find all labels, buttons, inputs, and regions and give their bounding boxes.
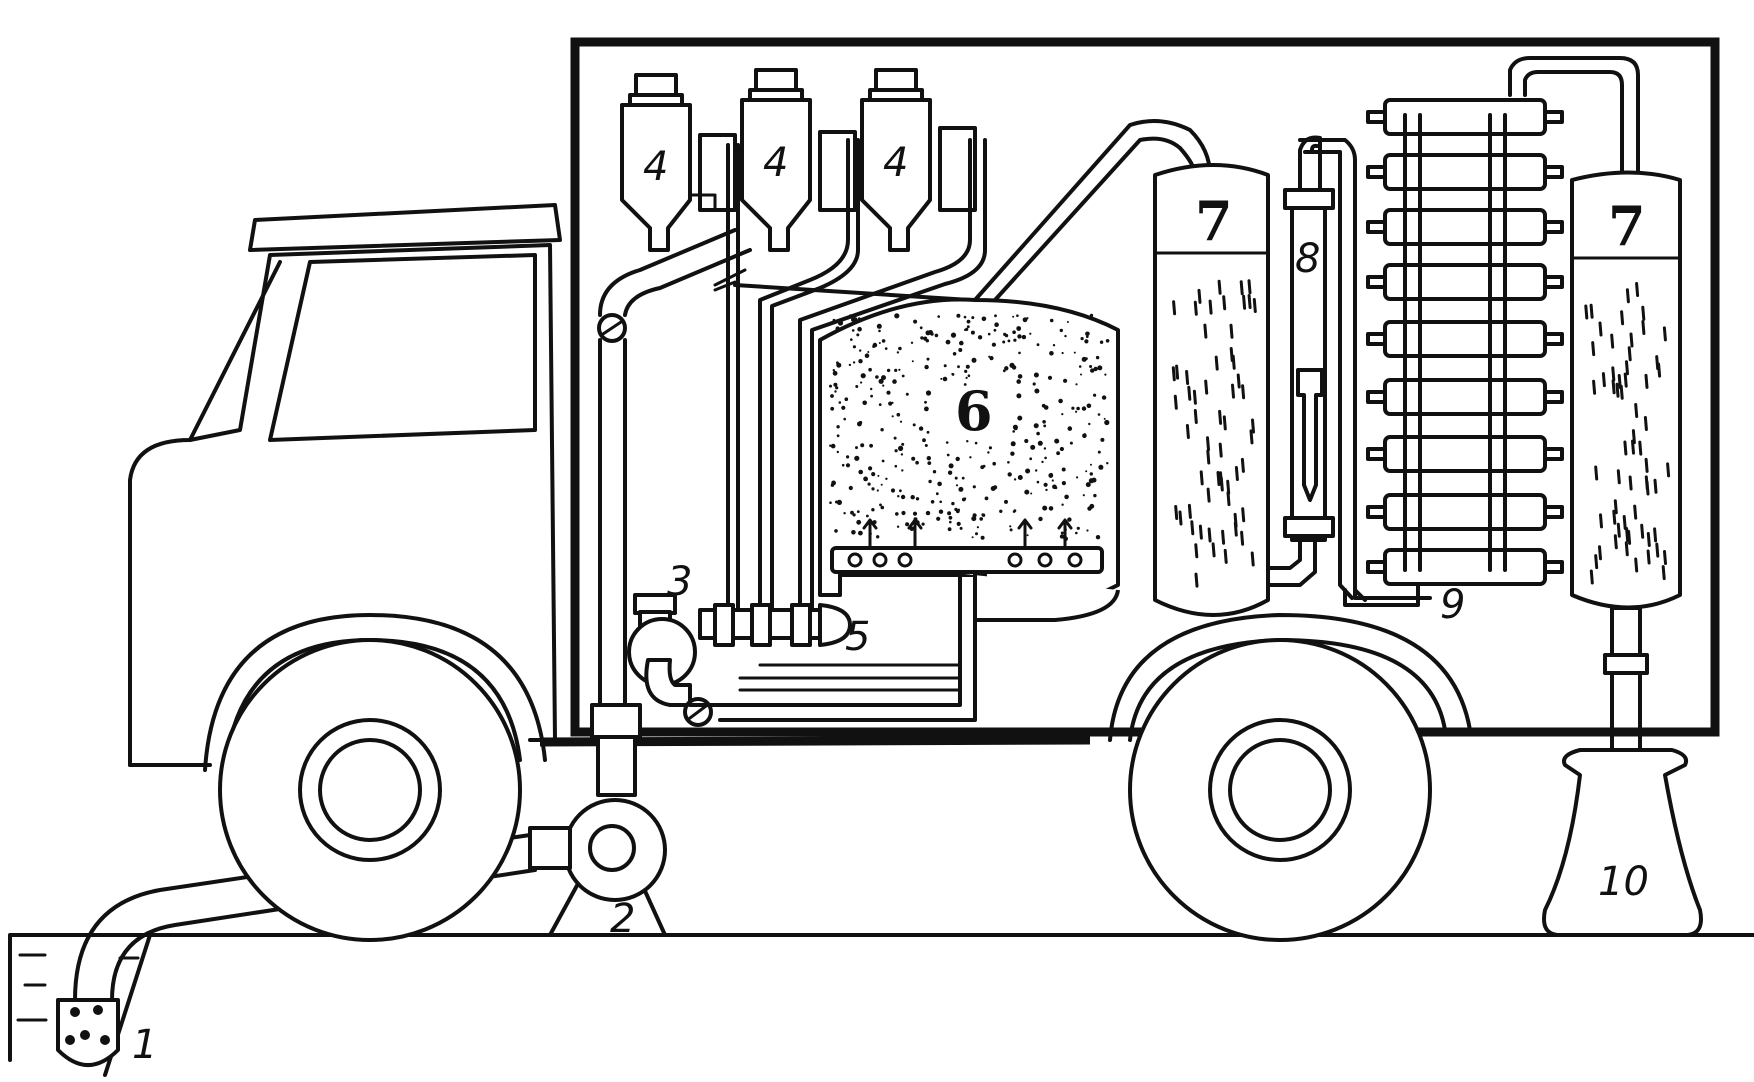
label-10: 10 (1598, 859, 1649, 905)
label-3: 3 (667, 559, 692, 605)
label-2: 2 (610, 896, 635, 942)
water-source (8, 933, 152, 1077)
label-7b: 7 (1608, 194, 1646, 258)
cab-roof (248, 203, 562, 252)
label-9: 9 (1440, 582, 1465, 628)
dosing-cylinder-3 (860, 68, 977, 252)
label-7a: 7 (1195, 189, 1233, 253)
label-5: 5 (845, 614, 870, 660)
label-4c: 4 (883, 140, 908, 186)
mixer (698, 603, 852, 647)
tank-6-granular-fill (829, 313, 1110, 542)
label-4b: 4 (763, 140, 788, 186)
label-8: 8 (1295, 236, 1320, 282)
filter-column-1 (1153, 163, 1270, 617)
dosing-cylinder-2 (740, 68, 857, 252)
outlet-pipe (1610, 671, 1642, 762)
filter-column-2 (1570, 170, 1682, 610)
cooler-radiator (1343, 98, 1564, 607)
uv-column (1283, 135, 1367, 602)
pipe-9-to-7 (1508, 56, 1640, 180)
collection-flask (1542, 748, 1703, 937)
riser-pipe (598, 338, 627, 707)
doser-manifold (733, 283, 972, 302)
truck-cab (128, 203, 562, 767)
dosing-cylinder-1 (620, 73, 737, 252)
front-wheel (203, 613, 547, 942)
outlet-connector (1610, 606, 1642, 657)
filter-column-1-media (1171, 279, 1257, 588)
label-4a: 4 (643, 144, 668, 190)
cooler-tubes (1366, 98, 1564, 586)
pipe-7-to-8 (1266, 533, 1317, 587)
label-1: 1 (132, 1022, 157, 1068)
return-line-bottom (688, 573, 977, 722)
doser-line-1 (726, 143, 740, 612)
riser-to-dosers (598, 228, 752, 317)
internal-pump (627, 593, 713, 727)
cab-window (268, 253, 537, 442)
sedimentation-tank (818, 297, 1120, 622)
intake-hose-upper (73, 833, 532, 1002)
external-pump (528, 703, 667, 937)
label-6: 6 (955, 379, 993, 443)
rear-wheel (1108, 613, 1472, 942)
intake-hose-lower (110, 868, 537, 1002)
doser-line-2 (758, 138, 860, 612)
filter-column-2-media (1584, 282, 1671, 585)
doser-line-3 (798, 138, 987, 612)
